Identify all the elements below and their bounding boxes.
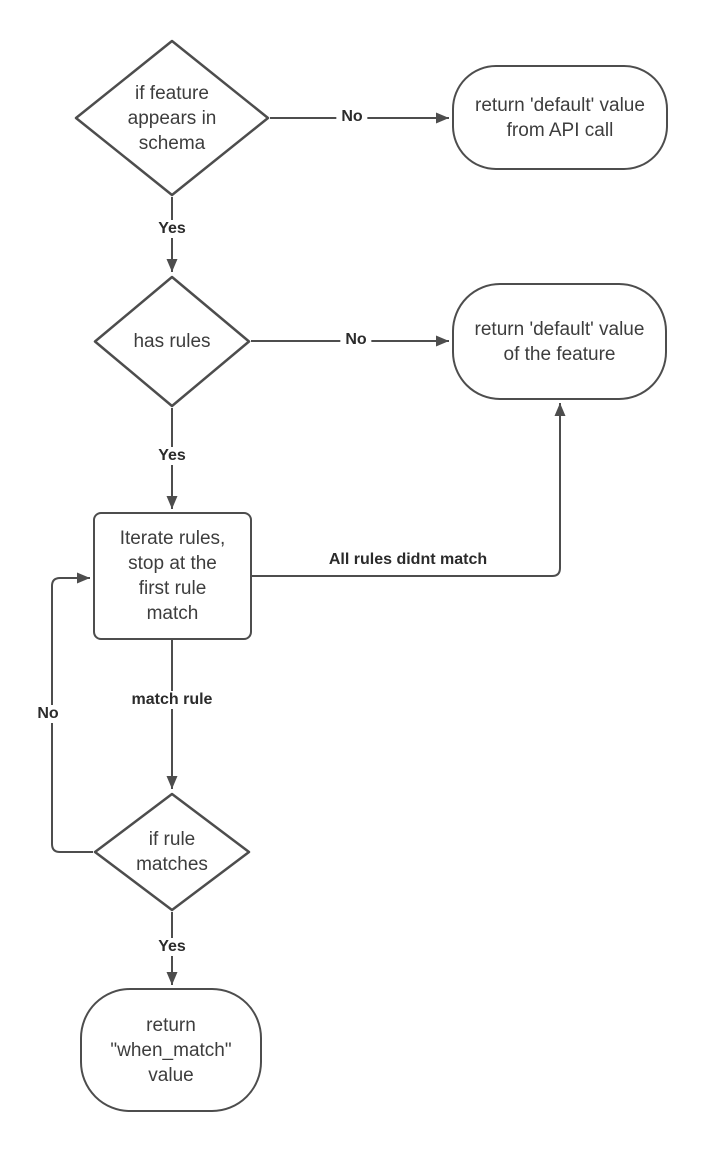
node-label: return "when_match" value: [110, 1014, 232, 1086]
node-label: if feature appears in schema: [127, 82, 217, 154]
node-label: return 'default' value of the feature: [474, 318, 645, 365]
edge-label-no: No: [340, 331, 372, 349]
node-label: if rule matches: [136, 829, 208, 875]
diamond-shape: [74, 39, 270, 197]
edge-label-match-rule: match rule: [126, 691, 218, 709]
node-decision-has-rules: has rules: [93, 275, 251, 408]
edge-all-rules-didnt-match: [252, 403, 566, 577]
node-label: has rules: [133, 331, 211, 352]
node-label: Iterate rules, stop at the first rule ma…: [119, 528, 226, 624]
node-terminator-return-when-match: return "when_match" value: [80, 988, 262, 1112]
node-terminator-return-default-api: return 'default' value from API call: [452, 65, 668, 170]
node-label: return 'default' value from API call: [475, 94, 645, 141]
diamond-shape: [93, 275, 251, 408]
edge-label-yes: Yes: [153, 938, 191, 956]
edge-label-yes: Yes: [153, 220, 191, 238]
node-process-iterate-rules: Iterate rules, stop at the first rule ma…: [93, 512, 252, 640]
edge-label-no: No: [32, 705, 64, 723]
node-terminator-return-default-feature: return 'default' value of the feature: [452, 283, 667, 400]
edge-label-all-rules-didnt-match: All rules didnt match: [323, 551, 493, 569]
node-decision-feature-in-schema: if feature appears in schema: [74, 39, 270, 197]
diamond-shape: [93, 792, 251, 912]
edge-label-yes: Yes: [153, 447, 191, 465]
node-decision-if-rule-matches: if rule matches: [93, 792, 251, 912]
edge-label-no: No: [336, 108, 368, 126]
